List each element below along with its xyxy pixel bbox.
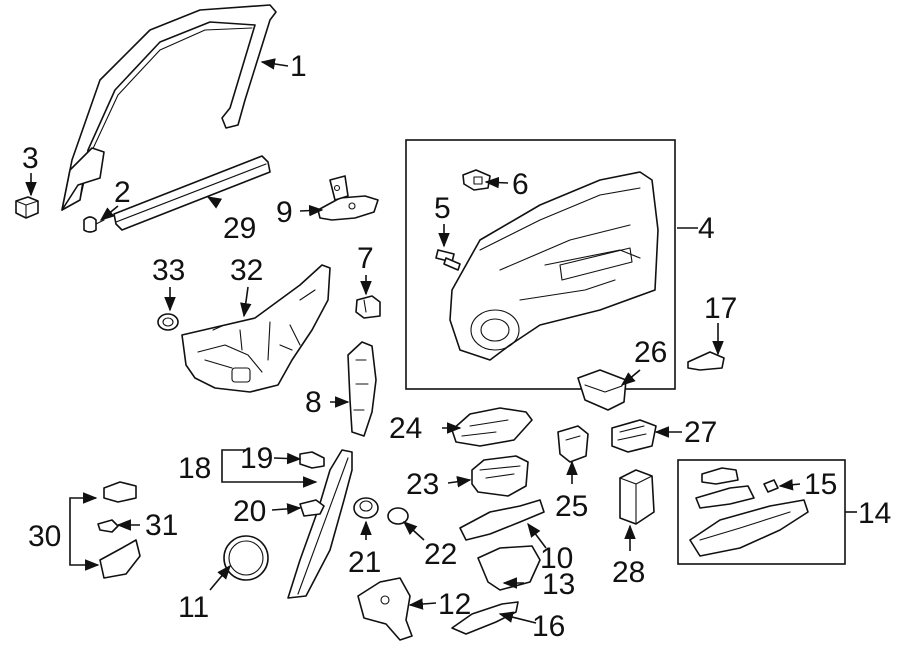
callout-27: 27: [684, 416, 717, 449]
part-8-bracket: [347, 341, 377, 437]
callout-24: 24: [389, 412, 422, 445]
part-29-weatherstrip: [113, 155, 271, 231]
callout-6: 6: [512, 168, 529, 201]
part-5-screw: [435, 249, 461, 271]
callout-26: 26: [634, 336, 667, 369]
callout-31: 31: [145, 509, 178, 542]
callout-17: 17: [704, 292, 737, 325]
part-31-latch-clip: [97, 519, 119, 533]
part-30-latch-lower: [99, 539, 141, 579]
callout-21: 21: [348, 546, 381, 579]
callout-19: 19: [240, 442, 273, 475]
part-3-fastener: [15, 196, 39, 219]
part-25-lock-switch: [557, 425, 589, 463]
callout-22: 22: [424, 538, 457, 571]
callout-2: 2: [114, 176, 131, 209]
part-28-module: [619, 469, 655, 525]
part-13-trim-piece: [477, 545, 541, 591]
callout-18: 18: [178, 452, 211, 485]
callout-3: 3: [22, 142, 39, 175]
part-4-door-trim-panel: [449, 171, 659, 361]
callout-28: 28: [612, 556, 645, 589]
door-panel-group-box: [405, 139, 676, 390]
part-22-plug: [387, 507, 409, 525]
callout-16: 16: [532, 610, 565, 643]
part-2-clip: [83, 216, 105, 233]
part-33-grommet: [157, 313, 179, 331]
part-6-clip: [462, 169, 491, 191]
callout-10: 10: [540, 542, 573, 575]
part-20-clip: [299, 499, 325, 517]
part-15-clip: [763, 479, 779, 493]
part-17-cap: [687, 351, 725, 371]
callout-32: 32: [230, 254, 263, 287]
part-24-bezel: [451, 407, 533, 447]
callout-12: 12: [438, 588, 471, 621]
part-19-clip: [299, 451, 325, 469]
callout-8: 8: [305, 386, 322, 419]
part-7-clip: [355, 295, 381, 319]
part-11-speaker-ring: [223, 535, 269, 581]
part-9-bracket: [317, 175, 379, 221]
callout-29: 29: [223, 212, 256, 245]
callout-30: 30: [28, 520, 61, 553]
part-30-latch-upper: [103, 481, 137, 503]
callout-4: 4: [698, 212, 715, 245]
part-16-pull-cup: [451, 601, 519, 635]
part-27-switch: [611, 419, 657, 453]
callout-13: 13: [542, 568, 575, 601]
callout-1: 1: [290, 50, 307, 83]
part-18-door-seal-strip: [287, 449, 353, 599]
callout-9: 9: [276, 196, 293, 229]
part-23-master-switch: [471, 455, 529, 497]
callout-25: 25: [555, 490, 588, 523]
part-12-bracket: [357, 577, 413, 641]
callout-33: 33: [152, 254, 185, 287]
part-10-bracket: [459, 499, 545, 541]
callout-20: 20: [233, 495, 266, 528]
part-14-armrest: [689, 467, 809, 557]
callout-15: 15: [804, 468, 837, 501]
part-1-window-frame-molding: [61, 4, 277, 211]
callout-14: 14: [858, 497, 891, 530]
part-32-water-shield: [181, 264, 331, 393]
leader-lines: [25, 58, 857, 624]
callout-11: 11: [178, 591, 209, 624]
callout-23: 23: [406, 468, 439, 501]
callout-labels: 1 2 3 4 5 6 7 8 9 10 11 12 13 14 15 16 1…: [22, 50, 891, 643]
callout-5: 5: [434, 192, 451, 225]
callout-7: 7: [357, 242, 374, 275]
part-21-plug: [353, 497, 379, 519]
part-26-switch: [577, 369, 627, 411]
